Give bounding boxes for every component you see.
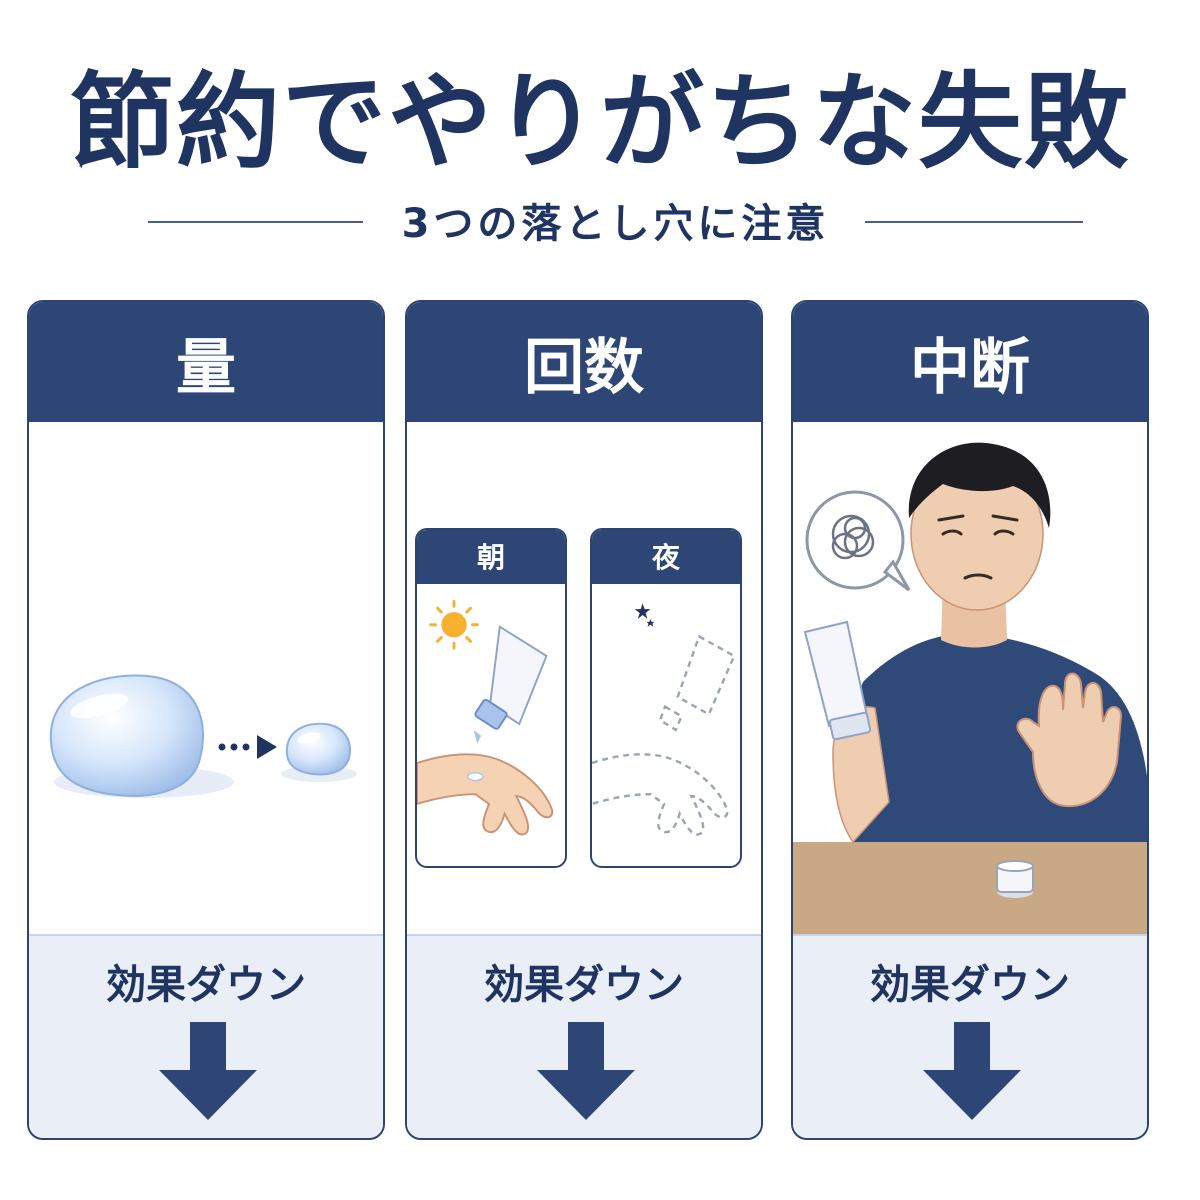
stop-hand-icon	[1016, 672, 1123, 808]
small-droplet-icon	[281, 722, 357, 782]
sub-panel-morning: 朝	[415, 528, 567, 868]
droplet-comparison-illustration	[49, 674, 357, 798]
sub-panel-night: 夜	[590, 528, 742, 868]
moon-icon	[613, 603, 655, 643]
panel-title: 回数	[407, 302, 761, 422]
cream-tube-icon	[803, 620, 872, 741]
down-arrow-icon	[537, 1022, 635, 1120]
panel-illustration	[793, 422, 1147, 934]
tube-cap-icon	[996, 860, 1034, 898]
sun-icon	[429, 599, 479, 650]
panel-frequency: 回数 朝	[405, 300, 763, 1140]
hand-icon	[417, 753, 554, 836]
sub-panel-title: 夜	[592, 530, 740, 584]
missing-hand-outline	[592, 753, 729, 836]
panel-title: 量	[29, 302, 383, 422]
result-label: 効果ダウン	[106, 962, 306, 1008]
panel-footer: 効果ダウン	[29, 934, 383, 1138]
facial-features	[937, 514, 1019, 580]
cream-tube-icon	[473, 625, 548, 744]
down-arrow-icon	[159, 1022, 257, 1120]
result-label: 効果ダウン	[870, 962, 1070, 1008]
panel-footer: 効果ダウン	[407, 934, 761, 1138]
missing-tube-outline	[658, 634, 736, 732]
panel-illustration	[29, 422, 383, 934]
subtitle-rule-left	[148, 221, 363, 223]
table	[793, 842, 1147, 934]
panel-illustration: 朝	[407, 422, 761, 934]
subtitle-row: 3つの落とし穴に注意	[148, 196, 1083, 256]
hair	[908, 442, 1051, 528]
panel-title: 中断	[793, 302, 1147, 422]
page-title: 節約でやりがちな失敗	[69, 61, 1130, 183]
panel-footer: 効果ダウン	[793, 934, 1147, 1138]
sub-panel-title: 朝	[417, 530, 565, 584]
page-subtitle: 3つの落とし穴に注意	[401, 201, 830, 247]
morning-application-illustration	[417, 599, 554, 836]
panel-interruption: 中断	[791, 300, 1149, 1140]
down-arrow-icon	[923, 1022, 1021, 1120]
subtitle-rule-right	[865, 221, 1083, 223]
man-illustration	[793, 442, 1147, 934]
thought-bubble-icon	[805, 490, 911, 592]
panel-amount: 量	[27, 300, 385, 1140]
result-label: 効果ダウン	[484, 962, 684, 1008]
dotted-arrow-icon	[218, 735, 277, 759]
large-droplet-icon	[49, 674, 234, 798]
night-skipped-illustration	[592, 603, 736, 836]
